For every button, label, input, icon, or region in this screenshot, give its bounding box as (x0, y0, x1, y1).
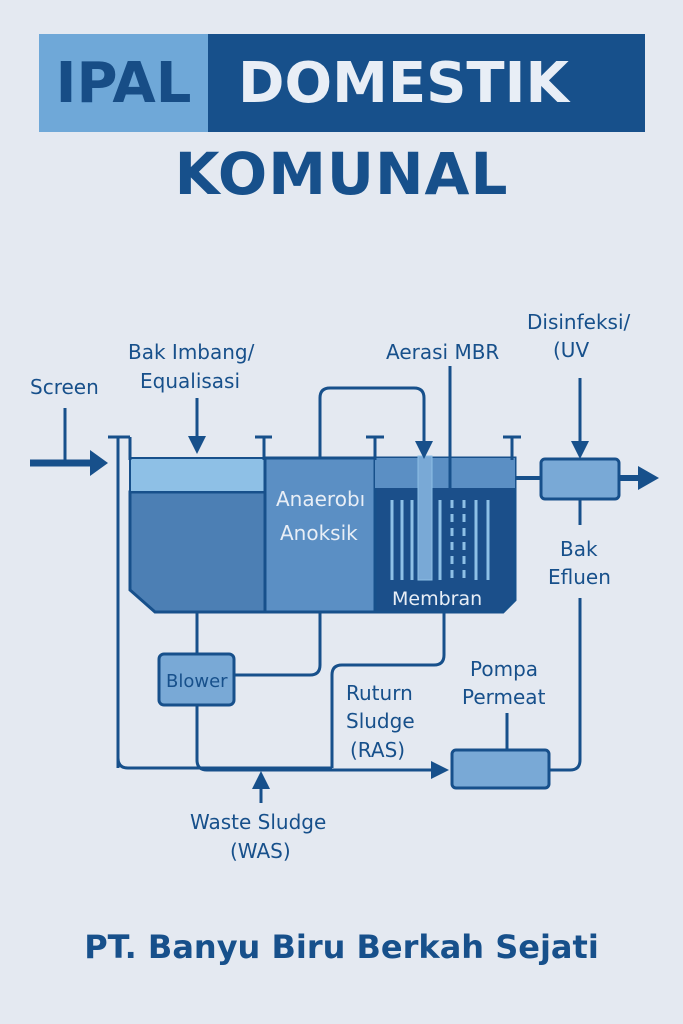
tank-anaerob (263, 456, 377, 614)
label-aerasi: Aerasi MBR (386, 340, 499, 364)
label-was-1: Waste Sludge (190, 810, 326, 834)
tank-membran (373, 455, 517, 614)
label-pompa-2: Permeat (462, 685, 546, 709)
tank-posts (108, 435, 521, 768)
subtitle-komunal: KOMUNAL (174, 140, 509, 208)
label-bak-imbang-1: Bak Imbang/ (128, 340, 255, 364)
label-ras-2: Sludge (346, 709, 415, 733)
label-pompa-1: Pompa (470, 657, 538, 681)
label-disinfeksi-1: Disinfeksi/ (527, 310, 631, 334)
ras-pipe (330, 612, 446, 768)
label-anaerob-2: Anoksik (280, 521, 358, 545)
label-bak-imbang-2: Equalisasi (140, 369, 240, 393)
label-ras-3: (RAS) (350, 738, 405, 762)
title-domestik: DOMESTIK (208, 34, 645, 132)
label-disinfeksi-2: (UV (553, 338, 589, 362)
blower-unit (157, 612, 449, 779)
effluent-line (515, 378, 659, 772)
return-line (116, 757, 332, 770)
aerasi-pipe (318, 366, 452, 488)
uv-unit-box (539, 457, 621, 501)
title-banner: IPAL DOMESTIK (39, 34, 645, 132)
label-blower: Blower (166, 671, 228, 692)
label-bak-efluen-2: Efluen (548, 565, 611, 589)
title-ipal: IPAL (39, 34, 208, 132)
label-was-2: (WAS) (230, 839, 291, 863)
label-screen: Screen (30, 375, 99, 399)
label-bak-efluen-1: Bak (560, 537, 598, 561)
label-ras-1: Ruturn (346, 681, 413, 705)
label-anaerob-1: Anaerobı (276, 487, 365, 511)
tank-equalization (128, 457, 267, 614)
company-name: PT. Banyu Biru Berkah Sejati (84, 928, 599, 966)
label-membran: Membran (392, 588, 482, 610)
inlet-arrow (30, 408, 108, 476)
pompa-permeat-unit (450, 713, 551, 790)
